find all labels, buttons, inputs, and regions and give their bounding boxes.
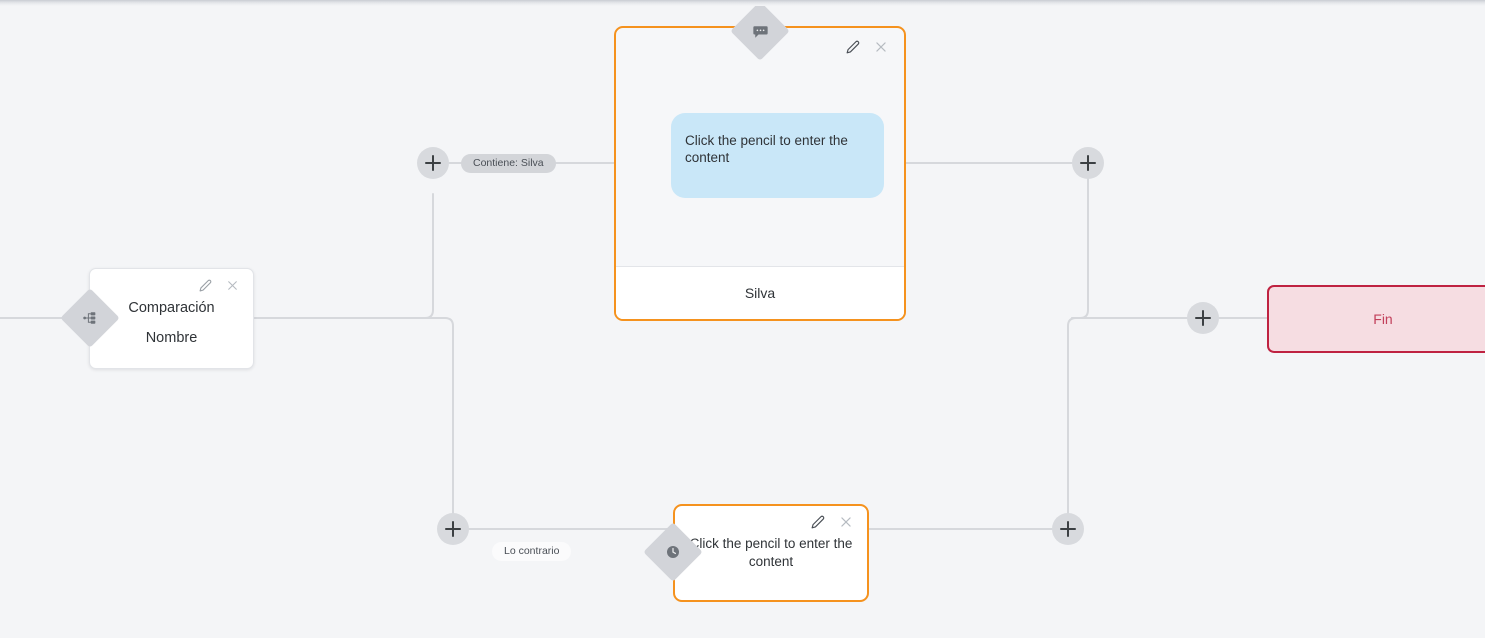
node-delay-badge[interactable]: [643, 522, 703, 582]
node-message-badge[interactable]: [730, 1, 790, 61]
edge-compare-to-true: [254, 193, 434, 319]
clock-icon: [652, 531, 694, 573]
add-node-branch-false[interactable]: [437, 513, 469, 545]
node-delay[interactable]: Click the pencil to enter the content: [673, 504, 869, 602]
node-comparison-tools: [199, 279, 239, 292]
node-message[interactable]: Click the pencil to enter the content Si…: [614, 26, 906, 321]
message-bubble[interactable]: Click the pencil to enter the content: [671, 113, 884, 198]
branch-split-icon: [69, 297, 111, 339]
node-comparison-badge[interactable]: [60, 288, 120, 348]
node-message-content: Click the pencil to enter the content: [616, 28, 904, 268]
node-delay-text: Click the pencil to enter the content: [689, 536, 853, 569]
node-message-footer: Silva: [616, 266, 904, 319]
edge-delay-merge: [1067, 317, 1085, 514]
pencil-icon[interactable]: [199, 279, 212, 292]
node-end[interactable]: Fin: [1267, 285, 1485, 353]
close-icon[interactable]: [874, 40, 888, 54]
add-node-before-end[interactable]: [1187, 302, 1219, 334]
add-node-after-delay[interactable]: [1052, 513, 1084, 545]
add-node-after-message[interactable]: [1072, 147, 1104, 179]
node-comparison-body: Comparación Nombre: [90, 269, 253, 346]
node-delay-tools: [811, 515, 853, 529]
pencil-icon[interactable]: [846, 40, 860, 54]
node-message-tools: [846, 40, 888, 54]
edge-message-merge: [1071, 178, 1089, 319]
node-comparison-title: Comparación: [128, 300, 215, 316]
close-icon[interactable]: [226, 279, 239, 292]
node-comparison-subtitle: Nombre: [145, 330, 198, 346]
pencil-icon[interactable]: [811, 515, 825, 529]
add-node-branch-true[interactable]: [417, 147, 449, 179]
edge-label-branch-true[interactable]: Contiene: Silva: [461, 154, 556, 173]
edge-compare-to-false: [254, 317, 454, 515]
edge-label-branch-false[interactable]: Lo contrario: [492, 542, 572, 561]
chat-bubble-icon: [739, 10, 781, 52]
close-icon[interactable]: [839, 515, 853, 529]
